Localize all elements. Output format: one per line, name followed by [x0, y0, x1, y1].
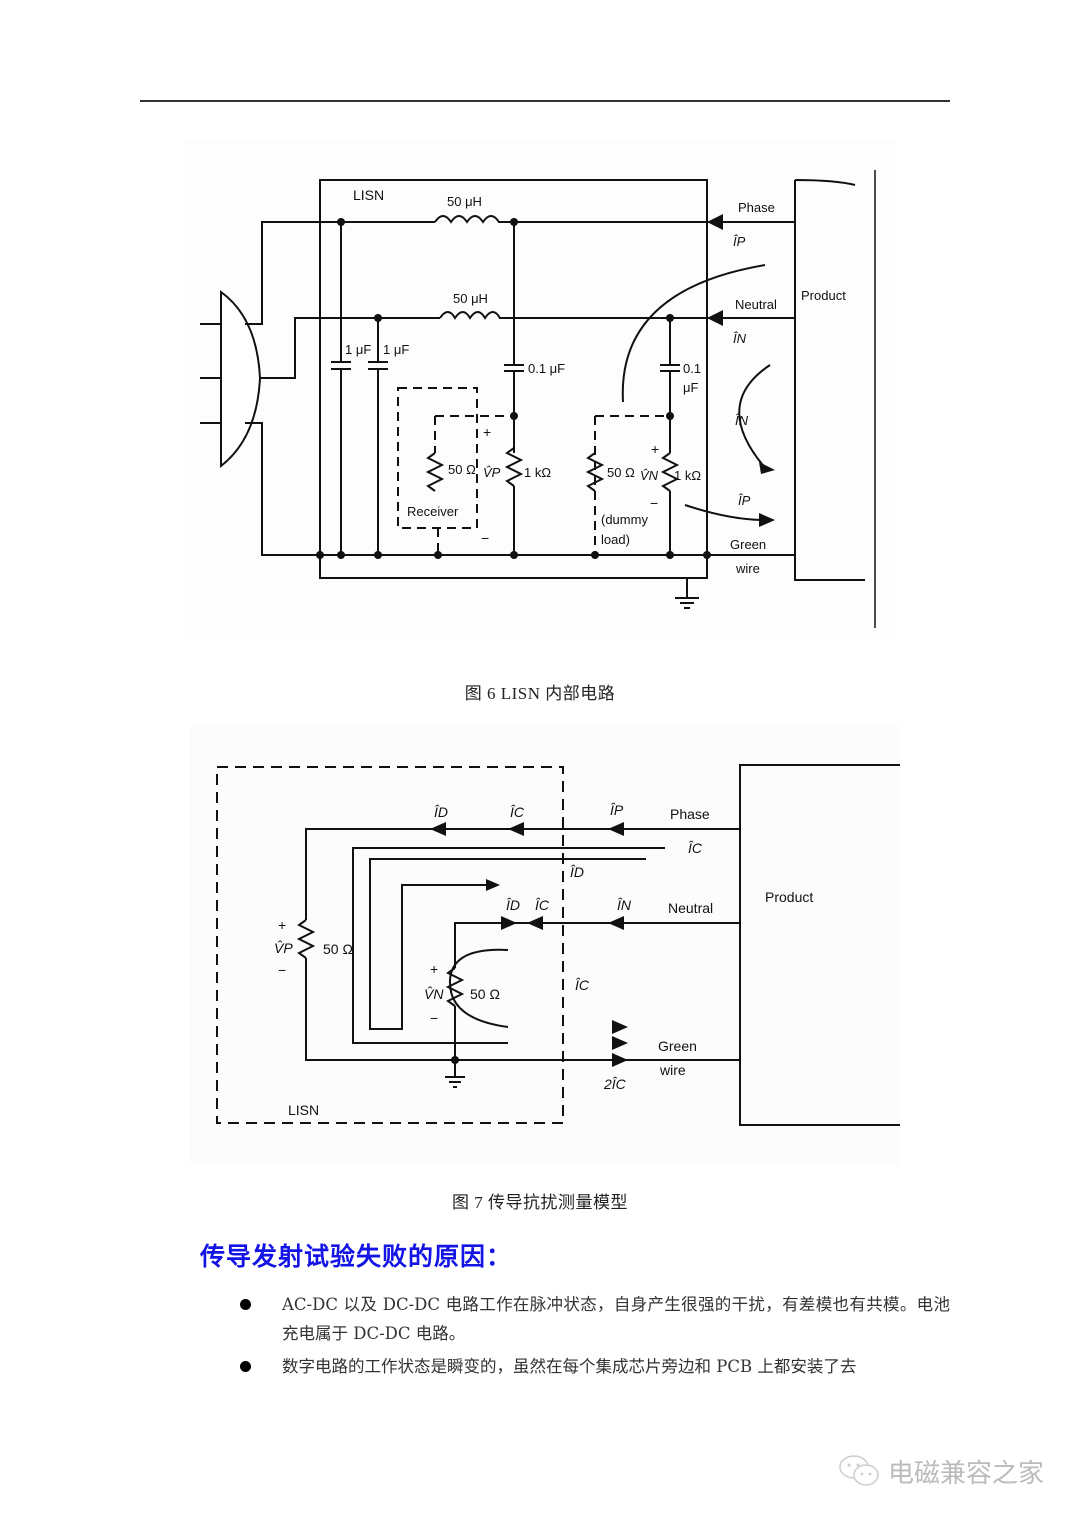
vn-plus: +	[430, 961, 438, 977]
cap-phase-label: 0.1 μF	[528, 361, 565, 376]
list-item-text: 数字电路的工作状态是瞬变的，虽然在每个集成芯片旁边和 PCB 上都安装了去	[282, 1357, 857, 1376]
receiver-box	[397, 387, 478, 529]
figure-7-caption: 图 7 传导抗扰测量模型	[452, 1193, 628, 1212]
vn-minus: −	[650, 495, 658, 511]
arrow-id-top	[430, 822, 446, 836]
inductor-phase	[434, 215, 500, 224]
list-item: AC-DC 以及 DC-DC 电路工作在脉冲状态，自身产生很强的干扰，有差模也有…	[240, 1290, 950, 1348]
ic-line-label: ÎC	[688, 840, 703, 856]
ic-top-label: ÎC	[510, 804, 525, 820]
figure-6-caption: 图 6 LISN 内部电路	[464, 684, 616, 703]
vn-label: V̂N	[424, 986, 444, 1002]
vp-minus: −	[278, 962, 286, 978]
vp-label: V̂P	[483, 465, 501, 480]
arrow-ic-n	[527, 916, 543, 930]
phase-label: Phase	[738, 200, 775, 215]
receiver-resistor-label: 50 Ω	[448, 462, 476, 477]
dummy-label-2: load)	[601, 532, 630, 547]
watermark: 电磁兼容之家	[838, 1453, 1044, 1490]
arrow-in	[608, 916, 624, 930]
vn-plus: +	[651, 441, 659, 457]
inductor-phase-label: 50 μH	[447, 194, 482, 209]
bullet-icon	[240, 1299, 251, 1310]
product-box	[739, 764, 930, 1126]
resistor-vn	[445, 967, 465, 1007]
lisn-label: LISN	[353, 187, 384, 203]
product-label: Product	[801, 288, 846, 303]
cap1-label: 1 μF	[345, 342, 371, 357]
arrow-ip	[608, 822, 624, 836]
arrow-ic-line	[612, 1036, 628, 1050]
vn-label: V̂N	[640, 468, 659, 483]
dummy-label-1: (dummy	[601, 512, 648, 527]
id-mid-label: ÎD	[570, 864, 584, 880]
arrow-2ic	[612, 1053, 628, 1067]
r-neutral-label: 1 kΩ	[674, 468, 701, 483]
cap-neutral-label-2: μF	[683, 380, 698, 395]
rn-label: 50 Ω	[470, 986, 500, 1002]
arrow-ic-top	[508, 822, 524, 836]
vp-minus: −	[481, 530, 489, 546]
ground-wire	[245, 422, 795, 556]
lisn-dashed-box	[216, 766, 564, 1124]
in-loop-label: ÎN	[735, 413, 749, 428]
vp-plus: +	[278, 917, 286, 933]
figure-6-lisn-circuit: LISN 50 μH 50 μH 1 μF 1 μF 0.1 μF 0.1 μF…	[185, 140, 895, 640]
cap2-label: 1 μF	[383, 342, 409, 357]
list-item: 数字电路的工作状态是瞬变的，虽然在每个集成芯片旁边和 PCB 上都安装了去	[240, 1352, 950, 1381]
id-n-label: ÎD	[506, 897, 520, 913]
arrow-id-mid	[486, 879, 500, 891]
arrow-id-n	[501, 916, 517, 930]
inductor-neutral	[439, 311, 501, 320]
list-item-text: AC-DC 以及 DC-DC 电路工作在脉冲状态，自身产生很强的干扰，有差模也有…	[282, 1295, 950, 1343]
product-box	[794, 180, 865, 581]
lisn-label: LISN	[288, 1102, 319, 1118]
receiver-label: Receiver	[407, 504, 459, 519]
ic-n-label: ÎC	[535, 897, 550, 913]
lisn-circuit-diagram: LISN 50 μH 50 μH 1 μF 1 μF 0.1 μF 0.1 μF…	[200, 170, 876, 628]
vp-plus: +	[483, 424, 491, 440]
vp-label: V̂P	[274, 940, 293, 956]
r-phase-label: 1 kΩ	[524, 465, 551, 480]
arrow-ic-loop	[612, 1020, 628, 1034]
neutral-label: Neutral	[735, 297, 777, 312]
rp-label: 50 Ω	[323, 941, 353, 957]
watermark-text: 电磁兼容之家	[888, 1459, 1045, 1489]
ic-loop-label: ÎC	[575, 977, 590, 993]
ground-icon	[675, 597, 699, 609]
header-rule	[140, 100, 950, 102]
immunity-model-diagram: ÎD ÎC ÎP Phase ÎC ÎD ÎD ÎC ÎN Neutral + …	[216, 764, 930, 1126]
ip-label: ÎP	[610, 802, 624, 818]
reasons-list: AC-DC 以及 DC-DC 电路工作在脉冲状态，自身产生很强的干扰，有差模也有…	[240, 1290, 950, 1385]
id-top-label: ÎD	[434, 804, 448, 820]
ground-icon	[445, 1070, 465, 1088]
ip-label: ÎP	[733, 234, 746, 249]
section-heading: 传导发射试验失败的原因：	[200, 1242, 513, 1271]
cap-neutral-label-1: 0.1	[683, 361, 701, 376]
bullet-icon	[240, 1361, 251, 1372]
plug-icon	[220, 290, 262, 469]
product-label: Product	[765, 889, 813, 905]
in-label: ÎN	[617, 897, 632, 913]
wechat-icon	[839, 1454, 879, 1486]
neutral-label: Neutral	[668, 900, 713, 916]
figure-7-immunity-model: ÎD ÎC ÎP Phase ÎC ÎD ÎD ÎC ÎN Neutral + …	[190, 725, 930, 1165]
inductor-neutral-label: 50 μH	[453, 291, 488, 306]
vn-minus: −	[430, 1010, 438, 1026]
wire-label: wire	[735, 561, 760, 576]
green-label: Green	[658, 1038, 697, 1054]
in-label: ÎN	[733, 331, 747, 346]
green-wire	[305, 958, 740, 1061]
wire-label: wire	[659, 1062, 686, 1078]
two-ic-label: 2ÎC	[603, 1076, 627, 1092]
ip-loop-label: ÎP	[738, 493, 751, 508]
resistor-vp	[296, 919, 316, 959]
dummy-resistor-label: 50 Ω	[607, 465, 635, 480]
phase-label: Phase	[670, 806, 710, 822]
green-label: Green	[730, 537, 766, 552]
